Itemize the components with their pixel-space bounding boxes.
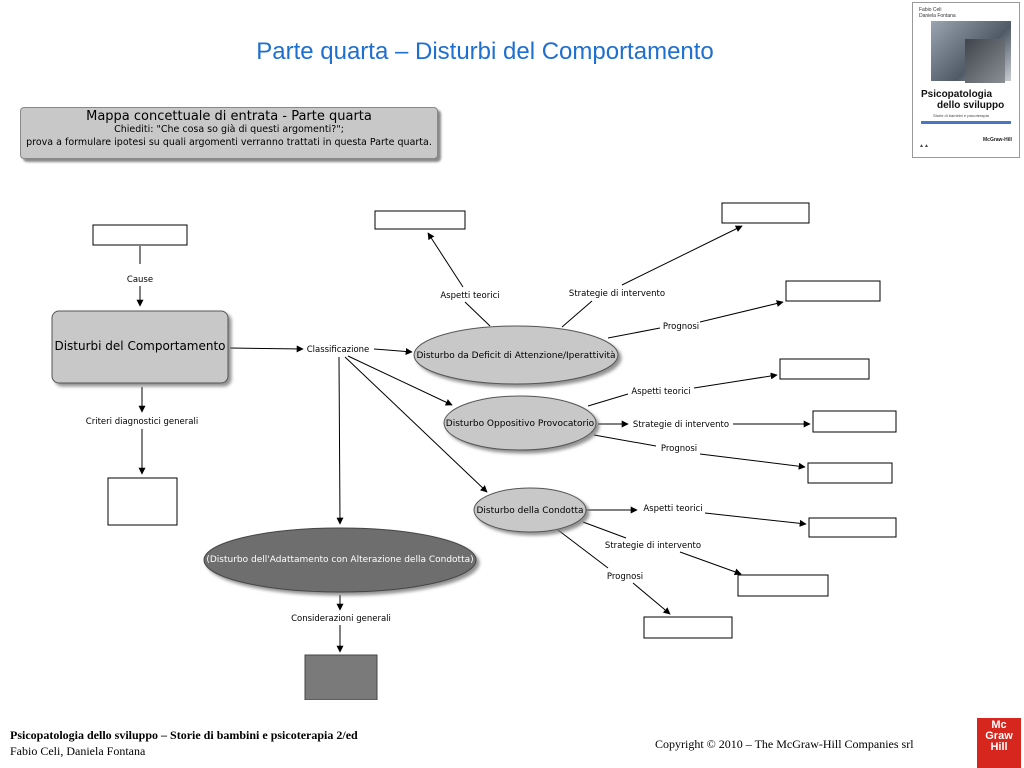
- node-condotta: [473, 487, 587, 533]
- header-box-line-2: Chiediti: "Che cosa so già di questi arg…: [114, 124, 344, 135]
- node-condotta-label: Disturbo della Condotta: [476, 506, 583, 516]
- edge-cd-to-prognosi: [557, 529, 609, 569]
- cover-publisher: McGraw-Hill: [983, 137, 1012, 143]
- empty-box-cause: [92, 224, 188, 246]
- footer-book-info: Psicopatologia dello sviluppo – Storie d…: [10, 727, 358, 759]
- edge-cd-prognosi-to-box: [632, 582, 671, 615]
- cover-title-line-1: Psicopatologia: [921, 89, 993, 100]
- label-adhd-strategie: Strategie di intervento: [569, 289, 665, 299]
- logo-line-3: Hill: [990, 741, 1008, 753]
- empty-box-cd-aspetti: [808, 517, 897, 538]
- mcgraw-hill-logo: Mc Graw Hill: [977, 718, 1021, 768]
- cover-authors: Fabio Celi Daniela Fontana: [919, 7, 956, 19]
- node-adattamento: [203, 527, 477, 593]
- edges: [136, 225, 811, 653]
- node-dop: [443, 395, 597, 451]
- empty-box-adhd-aspetti: [374, 210, 466, 230]
- cover-logo-icon: ▲▲: [919, 143, 929, 149]
- empty-box-dop-strategie: [812, 410, 897, 433]
- empty-box-criteri: [107, 477, 178, 526]
- concept-map-header-box: Mappa concettuale di entrata - Parte qua…: [20, 107, 438, 159]
- edge-classificazione-to-condotta: [344, 356, 488, 493]
- label-criteri: Criteri diagnostici generali: [86, 417, 198, 427]
- edge-adhd-to-aspetti: [464, 301, 491, 327]
- cover-author-2: Daniela Fontana: [919, 13, 956, 19]
- label-cause: Cause: [127, 275, 153, 285]
- edge-classificazione-to-dop: [347, 355, 453, 406]
- footer-authors: Fabio Celi, Daniela Fontana: [10, 744, 146, 758]
- edge-dop-to-prognosi: [593, 434, 657, 447]
- label-dop-strategie: Strategie di intervento: [633, 420, 729, 430]
- edge-main-to-classificazione: [229, 345, 304, 353]
- edge-prognosi-to-box: [699, 300, 784, 323]
- label-adhd-prognosi: Prognosi: [663, 322, 699, 332]
- edge-dop-prognosi-to-box: [699, 453, 806, 470]
- footer-book-title: Psicopatologia dello sviluppo – Storie d…: [10, 728, 358, 742]
- edge-dop-aspetti-to-box: [693, 372, 778, 389]
- cover-photo-inset: [965, 39, 1005, 83]
- edge-classificazione-to-adattamento: [336, 356, 344, 525]
- edge-labels: Cause Criteri diagnostici generali Class…: [86, 275, 729, 624]
- node-adattamento-label: (Disturbo dell'Adattamento con Alterazio…: [206, 555, 473, 565]
- header-box-line-3: prova a formulare ipotesi su quali argom…: [26, 137, 432, 148]
- edge-dop-to-aspetti: [587, 393, 629, 407]
- edge-classificazione-to-adhd: [373, 348, 413, 355]
- logo-line-1: Mc: [991, 719, 1007, 731]
- label-cd-strategie: Strategie di intervento: [605, 541, 701, 551]
- empty-boxes: [92, 202, 897, 639]
- node-adhd: [413, 325, 619, 385]
- cover-subtitle: Storie di bambini e psicoterapia: [933, 113, 989, 118]
- node-adhd-label: Disturbo da Deficit di Attenzione/Iperat…: [416, 351, 615, 361]
- node-main-label: Disturbi del Comportamento: [54, 339, 225, 353]
- empty-box-dop-aspetti: [779, 358, 870, 380]
- edge-adhd-to-strategie: [561, 300, 593, 328]
- label-dop-prognosi: Prognosi: [661, 444, 697, 454]
- label-adhd-aspetti: Aspetti teorici: [440, 291, 499, 301]
- node-dop-label: Disturbo Oppositivo Provocatorio: [446, 419, 595, 429]
- cover-title-line-2: dello sviluppo: [937, 100, 1005, 111]
- node-main: [51, 310, 229, 384]
- edge-cd-to-strategie: [582, 521, 627, 539]
- empty-box-dop-prognosi: [807, 462, 893, 484]
- logo-line-2: Graw: [985, 730, 1013, 742]
- edge-cd-aspetti-to-box: [704, 512, 807, 527]
- header-box-title: Mappa concettuale di entrata - Parte qua…: [86, 109, 372, 124]
- book-cover-thumbnail: Fabio Celi Daniela Fontana Psicopatologi…: [912, 2, 1020, 158]
- label-classificazione: Classificazione: [307, 345, 370, 355]
- edge-cd-strategie-to-box: [679, 551, 742, 576]
- cover-title: Psicopatologia dello sviluppo: [921, 89, 1004, 111]
- empty-box-adhd-prognosi: [785, 280, 881, 302]
- filled-box-considerazioni: [304, 654, 378, 700]
- edge-adhd-to-prognosi: [607, 327, 661, 339]
- concept-map-diagram: Disturbi del Comportamento Disturbo da D…: [51, 202, 897, 700]
- label-cd-aspetti: Aspetti teorici: [643, 504, 702, 514]
- cover-author-1: Fabio Celi: [919, 7, 942, 13]
- empty-box-cd-strategie: [737, 574, 829, 597]
- footer-copyright: Copyright © 2010 – The McGraw-Hill Compa…: [655, 737, 914, 751]
- empty-box-cd-prognosi: [643, 616, 733, 639]
- empty-box-adhd-strategie: [721, 202, 810, 224]
- cover-rule: [921, 121, 1011, 124]
- edge-strategie-to-box: [621, 225, 743, 286]
- slide-title: Parte quarta – Disturbi del Comportament…: [256, 38, 714, 65]
- label-dop-aspetti: Aspetti teorici: [631, 387, 690, 397]
- label-considerazioni: Considerazioni generali: [291, 614, 391, 624]
- label-cd-prognosi: Prognosi: [607, 572, 643, 582]
- edge-aspetti-to-box: [427, 232, 464, 288]
